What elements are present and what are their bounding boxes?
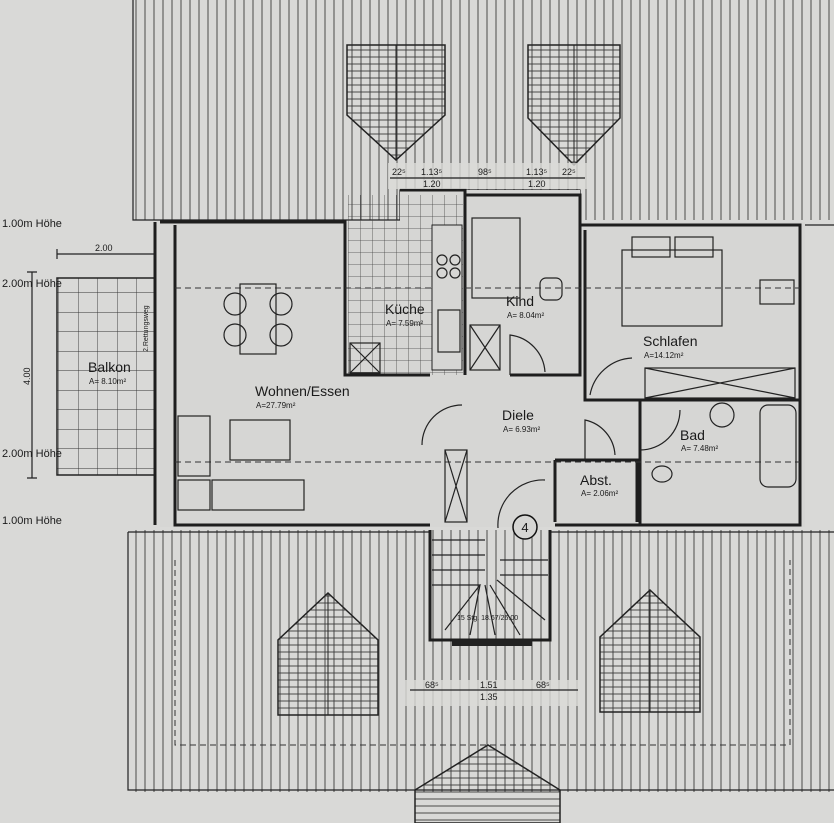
svg-text:1.13⁵: 1.13⁵ <box>421 167 443 177</box>
dormer-bottom-right <box>599 588 701 713</box>
svg-text:1.20: 1.20 <box>423 179 441 189</box>
unit-marker <box>512 514 538 540</box>
dormer-top-left <box>346 44 446 162</box>
room-name-bad: Bad <box>680 427 705 443</box>
svg-text:22⁵: 22⁵ <box>392 167 406 177</box>
escape-route-label: 2.Rettungsweg <box>143 305 150 352</box>
balcony-width: 2.00 <box>95 243 113 253</box>
walls <box>153 188 802 642</box>
double-bed <box>621 236 796 399</box>
staircase <box>432 539 548 646</box>
doors <box>421 334 681 529</box>
top-dimensions: 22⁵ 1.13⁵ 1.20 98⁵ 1.13⁵ 1.20 22⁵ <box>388 163 588 189</box>
svg-text:1.13⁵: 1.13⁵ <box>526 167 548 177</box>
dining-table <box>223 283 293 355</box>
room-name-balkon: Balkon <box>88 359 131 375</box>
unit-number: 4 <box>521 520 528 535</box>
dormer-bottom-center <box>414 744 561 823</box>
bottom-dimensions: 68⁵ 1.51 1.35 68⁵ <box>405 680 580 706</box>
room-name-diele: Diele <box>502 407 534 423</box>
room-area-balkon: A= 8.10m² <box>89 377 126 386</box>
bathroom-fixtures <box>651 402 797 488</box>
room-area-kind: A= 8.04m² <box>507 311 544 320</box>
balcony-depth: 4.00 <box>22 367 32 385</box>
room-name-kind: Kind <box>506 293 534 309</box>
dormer-bottom-left <box>277 591 379 716</box>
height-mark-1: 1.00m Höhe <box>2 218 62 230</box>
svg-text:68⁵: 68⁵ <box>536 680 550 690</box>
svg-text:1.20: 1.20 <box>528 179 546 189</box>
svg-text:68⁵: 68⁵ <box>425 680 439 690</box>
interior-floor <box>160 222 805 527</box>
room-name-kueche: Küche <box>385 301 425 317</box>
room-area-diele: A= 6.93m² <box>503 425 540 434</box>
kid-bed <box>469 217 563 371</box>
roof-bottom <box>127 530 834 792</box>
svg-text:22⁵: 22⁵ <box>562 167 576 177</box>
kitchen-fixtures <box>349 224 463 374</box>
svg-text:1.51: 1.51 <box>480 680 498 690</box>
stair-label: 15 Stg. 18.67/26.00 <box>457 615 518 622</box>
balcony <box>56 277 156 476</box>
dormer-top-right <box>527 44 621 167</box>
svg-text:98⁵: 98⁵ <box>478 167 492 177</box>
svg-text:1.35: 1.35 <box>480 692 498 702</box>
room-name-abst: Abst. <box>580 472 612 488</box>
room-name-schlafen: Schlafen <box>643 333 697 349</box>
room-area-kueche: A= 7.59m² <box>386 319 423 328</box>
room-area-bad: A= 7.48m² <box>681 444 718 453</box>
room-area-schlafen: A=14.12m² <box>644 351 684 360</box>
height-mark-4: 1.00m Höhe <box>2 515 62 527</box>
sofa <box>177 415 305 511</box>
room-area-abst: A= 2.06m² <box>581 489 618 498</box>
room-name-wohnen: Wohnen/Essen <box>255 383 350 399</box>
room-area-wohnen: A=27.79m² <box>256 401 296 410</box>
